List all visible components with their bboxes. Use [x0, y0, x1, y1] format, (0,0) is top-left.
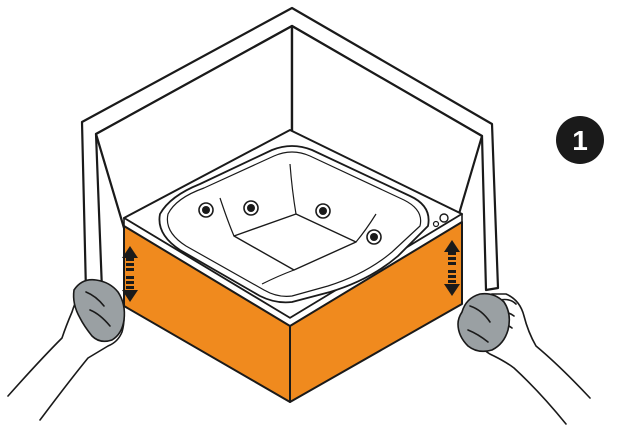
- step-number-badge: 1: [556, 116, 604, 164]
- bathtub-control-knob: [440, 214, 448, 222]
- water-jet-icon: [316, 204, 330, 218]
- step-number: 1: [572, 125, 588, 156]
- bathtub-control-knob-2: [434, 222, 439, 227]
- water-jet-icon: [367, 230, 381, 244]
- left-hand: [8, 280, 124, 420]
- water-jet-icon: [244, 201, 258, 215]
- right-hand: [458, 294, 590, 424]
- water-jet-icon: [199, 203, 213, 217]
- cloth-icon: [458, 294, 509, 352]
